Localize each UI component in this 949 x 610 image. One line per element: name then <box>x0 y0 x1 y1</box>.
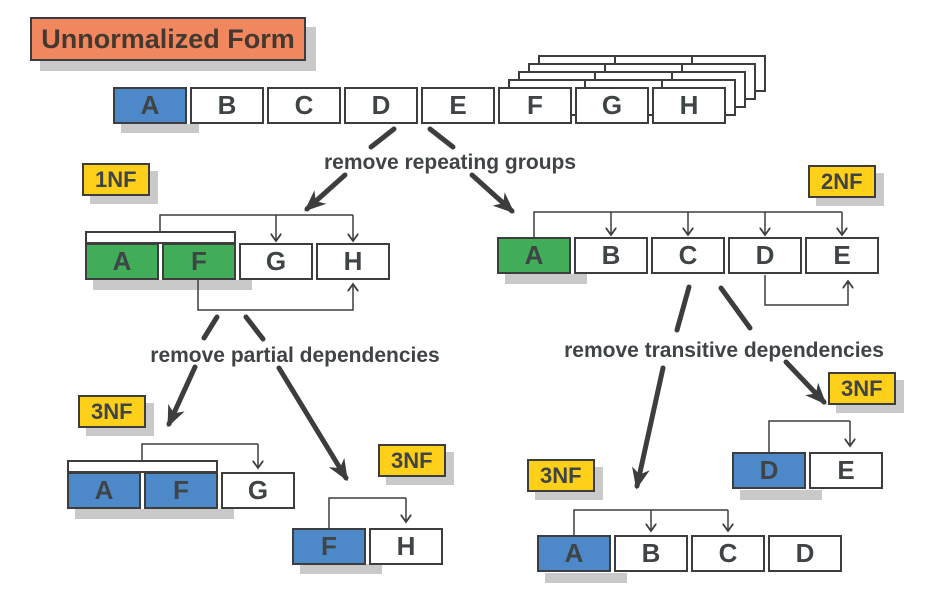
cell-nf2-C: C <box>651 237 725 274</box>
nf3-abcd-table: A B C D <box>537 535 842 572</box>
cell-unf-D: D <box>344 87 418 124</box>
cell-nf1-H: H <box>316 243 390 280</box>
label-remove-repeating-groups: remove repeating groups <box>323 151 577 174</box>
label-remove-transitive-dependencies: remove transitive dependencies <box>564 339 884 362</box>
cell-fh-H: H <box>369 528 443 565</box>
cell-abcd-A: A <box>537 535 611 572</box>
composite-key-box-nf1 <box>85 231 236 244</box>
cell-nf2-B: B <box>574 237 648 274</box>
page-title: Unnormalized Form <box>30 17 306 61</box>
badge-3nf-afg: 3NF <box>78 395 146 428</box>
unf-table: A B C D E F G H <box>113 87 726 124</box>
nf3-de-table: D E <box>732 452 883 489</box>
cell-abcd-C: C <box>691 535 765 572</box>
shadow-fh-key <box>300 564 382 574</box>
dependency-fh-F-to-H <box>328 497 406 528</box>
badge-3nf-fh: 3NF <box>378 444 446 477</box>
shadow-afg-key <box>75 509 234 519</box>
shadow-abcd-key <box>545 573 627 583</box>
cell-nf1-G: G <box>239 243 313 280</box>
shadow-unf-key <box>121 124 199 133</box>
nf3-afg-table: A F G <box>67 472 295 509</box>
cell-nf2-A: A <box>497 237 571 274</box>
nf3-fh-table: F H <box>292 528 443 565</box>
badge-3nf-abcd: 3NF <box>527 459 595 492</box>
cell-unf-C: C <box>267 87 341 124</box>
cell-unf-F: F <box>498 87 572 124</box>
badge-2nf: 2NF <box>808 165 876 198</box>
cell-nf2-E: E <box>805 237 879 274</box>
dependency-nf2-D-to-E <box>764 275 848 306</box>
nf1-table: A F G H <box>85 243 390 280</box>
shadow-nf1-key <box>93 280 252 290</box>
cell-de-E: E <box>809 452 883 489</box>
shadow-de-key <box>740 490 822 500</box>
cell-unf-G: G <box>575 87 649 124</box>
badge-3nf-de: 3NF <box>828 372 896 405</box>
cell-abcd-D: D <box>768 535 842 572</box>
composite-key-box-afg <box>67 460 218 473</box>
cell-unf-B: B <box>190 87 264 124</box>
dependency-nf2-A-to-BCDE <box>533 211 842 237</box>
flow-arrow-partial-left <box>166 314 220 428</box>
cell-fh-F: F <box>292 528 366 565</box>
cell-unf-E: E <box>421 87 495 124</box>
flow-arrow-partial-right <box>243 314 349 482</box>
flow-arrow-transitive-left <box>632 284 692 490</box>
cell-afg-A: A <box>67 472 141 509</box>
cell-afg-F: F <box>144 472 218 509</box>
cell-nf1-F: F <box>162 243 236 280</box>
label-remove-partial-dependencies: remove partial dependencies <box>150 344 440 367</box>
dependency-abcd-A-to-BC <box>573 509 728 535</box>
cell-nf2-D: D <box>728 237 802 274</box>
cell-abcd-B: B <box>614 535 688 572</box>
cell-unf-A: A <box>113 87 187 124</box>
badge-1nf: 1NF <box>82 163 150 196</box>
nf2-table: A B C D E <box>497 237 879 274</box>
cell-unf-H: H <box>652 87 726 124</box>
cell-afg-G: G <box>221 472 295 509</box>
cell-nf1-A: A <box>85 243 159 280</box>
dependency-de-D-to-E <box>768 420 850 452</box>
page-title-label: Unnormalized Form <box>41 23 295 54</box>
cell-de-D: D <box>732 452 806 489</box>
shadow-nf2-key <box>505 274 587 284</box>
